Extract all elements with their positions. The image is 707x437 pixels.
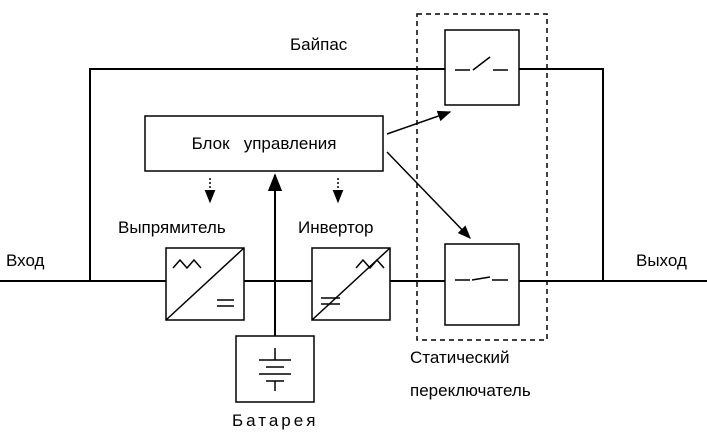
control-unit-block: Блок управления	[144, 115, 384, 172]
static-switch-label-line2: переключатель	[410, 381, 531, 400]
main-static-switch	[444, 243, 520, 326]
rectifier-block	[165, 247, 245, 321]
output-label: Выход	[636, 251, 687, 270]
rectifier-label: Выпрямитель	[118, 218, 226, 237]
bypass-line	[89, 68, 445, 281]
battery-label: Батарея	[232, 411, 318, 430]
bypass-static-switch	[444, 29, 520, 106]
bypass-line-right	[519, 68, 604, 281]
bypass-label: Байпас	[290, 35, 348, 54]
control-to-bypass-switch-arrow	[386, 110, 452, 135]
control-unit-label: Блок управления	[192, 134, 337, 153]
static-switch-label-line1: Статический	[410, 348, 509, 367]
static-switch-enclosure	[416, 13, 548, 341]
control-to-main-switch-arrow	[386, 151, 471, 239]
inverter-label: Инвертор	[298, 218, 374, 237]
battery-block	[235, 335, 315, 403]
input-label: Вход	[6, 251, 45, 270]
inverter-block	[311, 247, 391, 321]
